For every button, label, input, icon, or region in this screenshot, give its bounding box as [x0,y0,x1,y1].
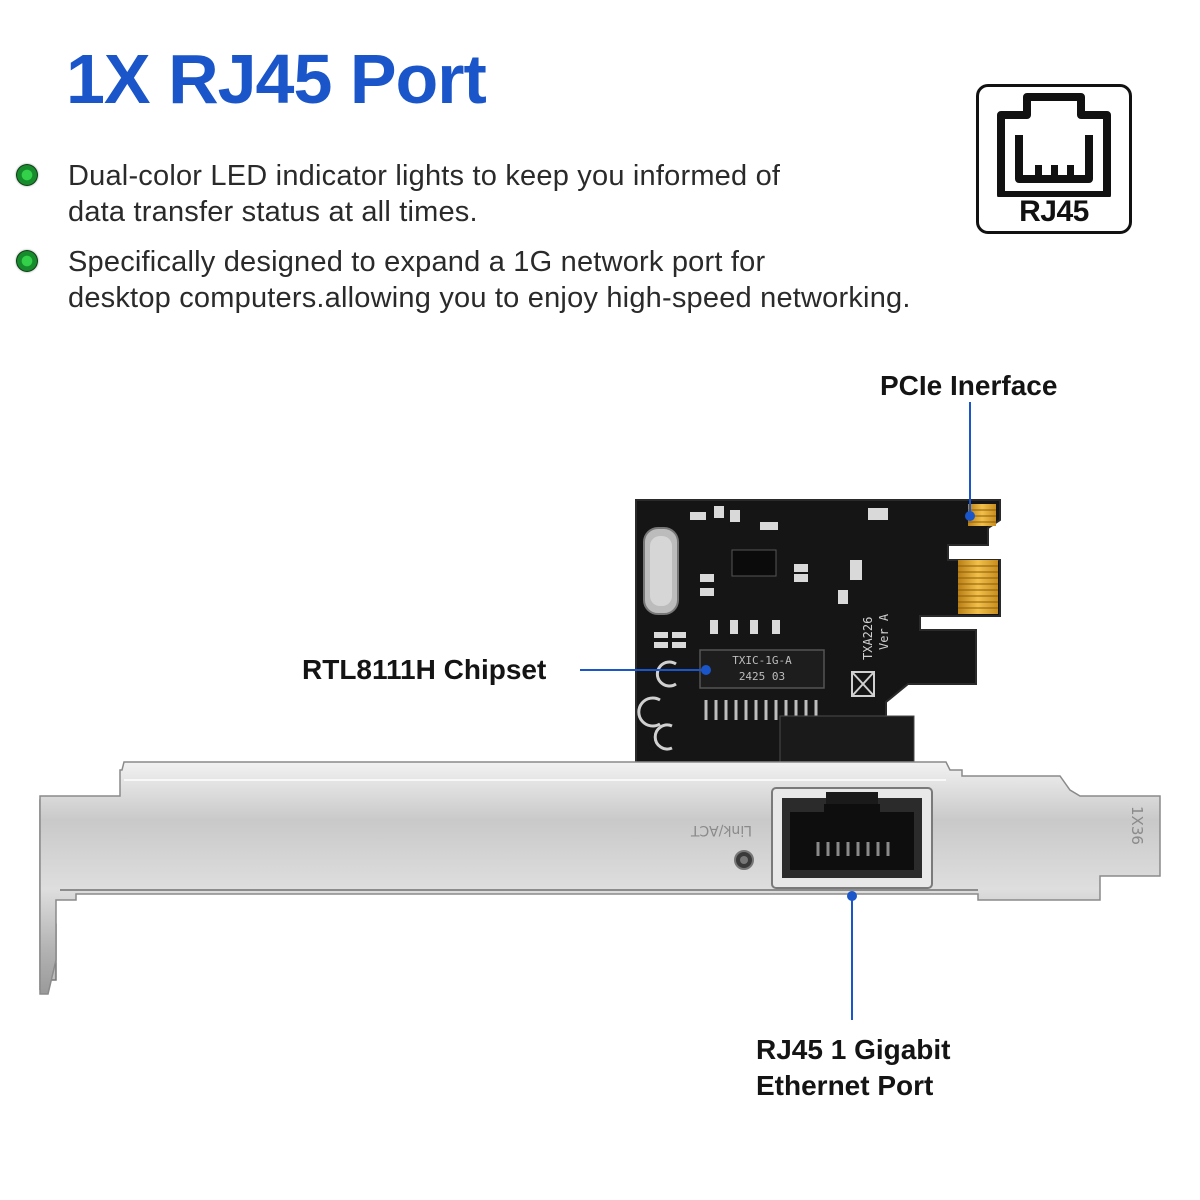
ethernet-port-label-line2: Ethernet Port [756,1070,934,1101]
feature-text: Dual-color LED indicator lights to keep … [68,158,780,230]
bracket-code-label: 1X36 [1128,806,1146,845]
feature-line: Dual-color LED indicator lights to keep … [68,160,781,192]
low-profile-bracket [39,761,1161,995]
rj45-badge: RJ45 [976,84,1132,234]
rj45-ethernet-port [771,787,933,889]
pcie-gold-fingers [958,504,998,614]
feature-text: Specifically designed to expand a 1G net… [68,244,911,316]
ethernet-port-label-line1: RJ45 1 Gigabit [756,1034,951,1065]
ce-fcc-marks-icon [637,660,677,751]
green-led-bullet-icon [16,164,38,186]
feature-line: Specifically designed to expand a 1G net… [68,246,766,278]
feature-line: desktop computers.allowing you to enjoy … [68,282,911,314]
chipset-callout: RTL8111H Chipset [302,652,546,688]
callout-lines [580,402,975,1020]
chipset-label: RTL8111H Chipset [302,654,547,685]
feature-item: Specifically designed to expand a 1G net… [16,244,911,316]
link-act-led [734,850,754,870]
ethernet-port-callout: RJ45 1 Gigabit Ethernet Port [756,1032,951,1104]
page-title: 1X RJ45 Port [66,40,487,118]
pcb-connector-base [779,715,915,767]
link-act-label: Link/ACT [691,822,752,838]
chip-marking: TXIC-1G-A [732,654,792,667]
rj45-jack-icon [997,93,1111,197]
pcie-interface-callout: PCIe Inerface [880,368,1057,404]
board-model-label: TXA226 [861,617,875,660]
pcie-interface-label: PCIe Inerface [880,370,1058,401]
feature-line: data transfer status at all times. [68,196,478,228]
chipset-module: TXIC-1G-A 2425 03 [699,649,825,720]
small-ic [731,549,777,577]
rj45-badge-label: RJ45 [1019,195,1089,228]
board-version-label: Ver A [877,613,891,650]
green-led-bullet-icon [16,250,38,272]
smd-components [654,506,888,648]
chip-date-code: 2425 03 [739,670,785,683]
weee-icon [851,671,875,697]
feature-item: Dual-color LED indicator lights to keep … [16,158,780,230]
crystal-oscillator [643,527,679,615]
